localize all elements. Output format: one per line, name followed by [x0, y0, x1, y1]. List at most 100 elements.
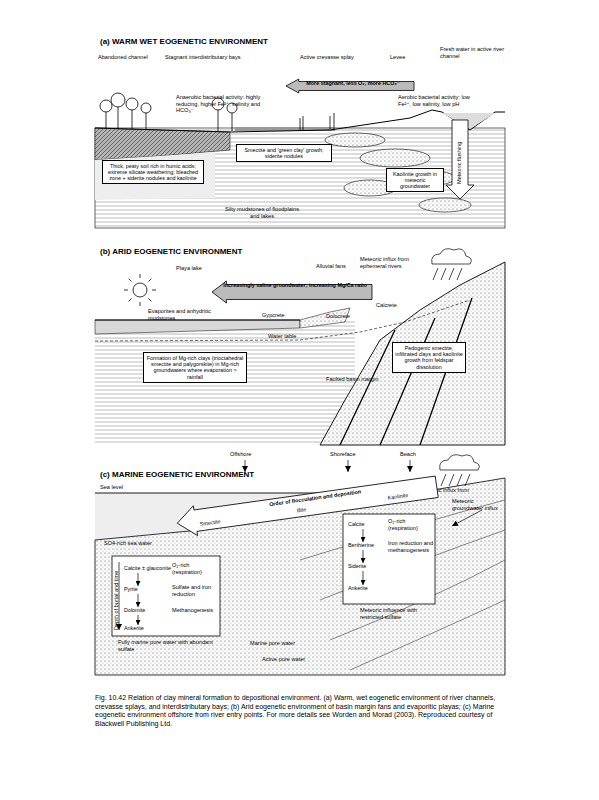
reaction-arrow — [363, 529, 364, 542]
mineral-label: Dolomite — [124, 607, 170, 613]
mineral-node: Dolomite — [124, 607, 170, 615]
mineral-node: Calcite ± glauconite — [124, 565, 170, 573]
process-note: Meteoric influx from ephemeral rivers — [360, 256, 422, 269]
marine-shelf-section — [95, 478, 505, 675]
reaction-arrow — [138, 594, 139, 607]
rain-cloud-part — [440, 455, 480, 470]
process-label: Smectite and 'green clay' growth; sideri… — [239, 147, 329, 160]
tree-symbols — [100, 93, 334, 131]
setting-label: Fresh water in active river channel — [440, 46, 505, 59]
rain-cloud — [440, 455, 480, 486]
process-note: Sulfate and iron reduction — [172, 584, 218, 597]
floodplain-section-part — [325, 133, 385, 147]
structure-label: Faulted basin margin — [326, 376, 388, 383]
tree-symbols-part — [100, 100, 112, 112]
process-note: Methanogenesis — [172, 607, 218, 614]
process-note: O₂-rich (respiration) — [172, 562, 218, 575]
position-arrows-part — [348, 460, 349, 472]
position-label: Offshore — [230, 451, 270, 458]
axis-label: Depth of burial and time — [113, 571, 120, 630]
sun-symbol — [124, 274, 156, 306]
position-arrows-part — [410, 460, 411, 472]
water-label: Active pore water — [262, 656, 322, 663]
water-label: Marine pore water — [250, 640, 310, 647]
process-label: Pedogenic smectite, infiltrated clays an… — [395, 345, 463, 371]
marine-shelf-section-part — [300, 500, 505, 670]
mineral-label: Ankerite — [348, 585, 386, 591]
setting-label: Alluvial fans — [316, 263, 366, 270]
setting-label: Playa lake — [176, 265, 226, 272]
mineral-label: Berthierine — [348, 542, 386, 548]
trend-label: More stagnant, less O₂, more HCO₃⁻ — [286, 79, 414, 86]
tree-symbols-part — [126, 98, 138, 110]
water-label: Fully marine pore water with abundant su… — [118, 639, 218, 652]
tree-symbols-part — [334, 113, 335, 129]
mineral-label: Dolocrete — [326, 313, 366, 320]
arid-basin-section-part — [95, 320, 300, 334]
mineral-label: Siderite — [348, 563, 386, 569]
tree-symbols-part — [300, 118, 301, 130]
tree-symbols-part — [111, 93, 125, 107]
flushing-arrow — [446, 120, 474, 199]
tree-symbols-part — [303, 116, 304, 130]
setting-label: Abandoned channel — [98, 54, 160, 61]
panel-heading: (c) MARINE EOGENETIC ENVIRONMENT — [100, 470, 400, 479]
tree-symbols-part — [118, 104, 119, 129]
process-note: Aerobic bacterial activity: low Fe²⁺, lo… — [398, 94, 474, 107]
panel-heading: (a) WARM WET EOGENETIC ENVIRONMENT — [100, 37, 400, 46]
position-arrows-part — [452, 510, 482, 526]
process-box: Pedogenic smectite, infiltrated clays an… — [392, 342, 466, 373]
mineral-node: Berthierine — [348, 542, 386, 550]
reaction-arrow — [363, 571, 364, 585]
marine-shelf-section-part — [112, 556, 220, 636]
process-box: Kaolinite growth in meteoric groundwater — [386, 168, 444, 192]
mineral-node: Ankerite — [124, 625, 170, 633]
rain-cloud — [432, 249, 472, 280]
mineral-label: Gypcrete — [262, 312, 302, 319]
tree-symbols-part — [330, 116, 331, 129]
mineral-node: Calcite — [348, 521, 386, 529]
tree-symbols-part — [218, 108, 219, 131]
process-note: Meteoric groundwater influx — [452, 498, 504, 511]
floodplain-section-part — [95, 128, 505, 228]
figure-caption: Fig. 10.42 Relation of clay mineral form… — [95, 694, 507, 728]
trend-label: Increasingly saline groundwater; increas… — [212, 281, 372, 288]
rain-cloud-part — [432, 249, 472, 264]
water-label: Meteoric influence with restricted sulfa… — [360, 607, 438, 620]
trend-arrow: More stagnant, less O₂, more HCO₃⁻ — [286, 79, 414, 93]
flushing-arrow-part — [446, 120, 474, 199]
process-box: Smectite and 'green clay' growth; sideri… — [236, 144, 332, 162]
marine-shelf-section-part — [95, 478, 505, 675]
sun-symbol-part — [133, 283, 147, 297]
marine-shelf-section-part — [343, 514, 435, 604]
mineral-node: Pyrite — [124, 586, 170, 594]
arid-basin-section — [95, 262, 505, 445]
process-box: Thick, peaty soil rich in humic acids; e… — [102, 160, 204, 184]
mineral-label: Pyrite — [124, 586, 170, 592]
arid-basin-section-part — [340, 298, 472, 445]
reaction-arrow — [363, 550, 364, 563]
process-box: Formation of Mg-rich clays (trioctahedra… — [143, 352, 247, 383]
mineral-node: Siderite — [348, 563, 386, 571]
tree-symbols-part — [232, 112, 233, 131]
floodplain-section-part — [95, 152, 215, 200]
mineral-label: Calcite — [348, 521, 386, 527]
trend-arrow: Increasingly saline groundwater; increas… — [212, 281, 372, 303]
floodplain-section-part — [419, 198, 471, 212]
arrow-outline-part — [286, 79, 414, 93]
process-note: O₂-rich (respiration) — [388, 518, 434, 531]
arrow-outline-part — [175, 472, 439, 538]
arid-basin-section-part — [95, 320, 355, 445]
surface-label: Water table — [268, 333, 308, 340]
mineral-node: Ankerite — [348, 585, 386, 593]
reaction-arrow — [138, 615, 139, 625]
water-label: SO4-rich sea water — [104, 540, 174, 547]
setting-label: Levee — [390, 54, 420, 61]
process-note: Iron reduction and methanogenesis — [388, 540, 434, 553]
floodplain-section-part — [360, 149, 430, 167]
reaction-arrow — [138, 573, 139, 586]
floodplain-section — [95, 110, 505, 228]
